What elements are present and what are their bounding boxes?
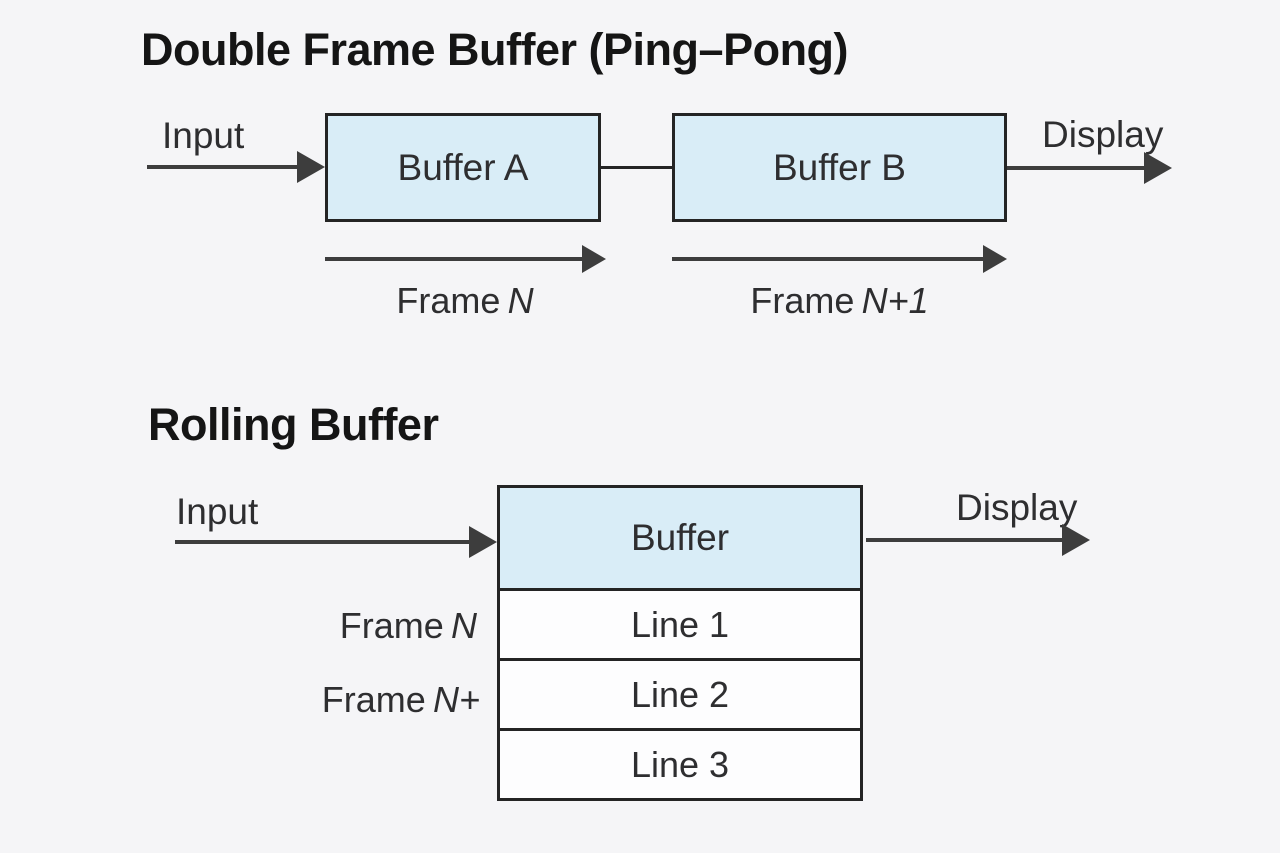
- arrow-shaft: [1007, 166, 1146, 170]
- buffer-b-box: Buffer B: [672, 113, 1007, 222]
- arrow-shaft: [147, 165, 299, 169]
- frame-row2-prefix: Frame: [321, 679, 426, 720]
- buffer-line-row: Line 2: [500, 658, 860, 728]
- arrowhead-icon: [469, 526, 497, 558]
- buffer-line-row: Line 3: [500, 728, 860, 798]
- arrowhead-icon: [983, 245, 1007, 273]
- buffer-a-b-connector: [601, 166, 672, 169]
- frame-n-variable: N: [507, 280, 534, 321]
- frame-n-prefix: Frame: [396, 280, 501, 321]
- frame-row1-variable: N: [451, 605, 477, 646]
- arrow-shaft: [325, 257, 584, 261]
- arrow-shaft: [866, 538, 1064, 542]
- arrow-shaft: [175, 540, 471, 544]
- rolling-display-label: Display: [956, 487, 1078, 528]
- ping-pong-input-label: Input: [162, 115, 245, 156]
- rolling-buffer-title: Rolling Buffer: [148, 399, 439, 450]
- arrowhead-icon: [1144, 152, 1172, 184]
- rolling-buffer-box: Buffer Line 1 Line 2 Line 3: [497, 485, 863, 801]
- arrow-shaft: [672, 257, 985, 261]
- frame-row1-prefix: Frame: [339, 605, 444, 646]
- arrowhead-icon: [582, 245, 606, 273]
- frame-n1-variable: N+1: [861, 280, 929, 321]
- ping-pong-display-label: Display: [1042, 114, 1164, 155]
- arrowhead-icon: [1062, 524, 1090, 556]
- rolling-input-label: Input: [176, 491, 259, 532]
- frame-n1-prefix: Frame: [750, 280, 855, 321]
- arrowhead-icon: [297, 151, 325, 183]
- ping-pong-title: Double Frame Buffer (Ping–Pong): [141, 24, 849, 75]
- buffer-line-row: Line 1: [500, 588, 860, 658]
- rolling-buffer-header: Buffer: [500, 488, 860, 588]
- buffer-a-box: Buffer A: [325, 113, 601, 222]
- frame-row2-variable: N+: [432, 679, 480, 720]
